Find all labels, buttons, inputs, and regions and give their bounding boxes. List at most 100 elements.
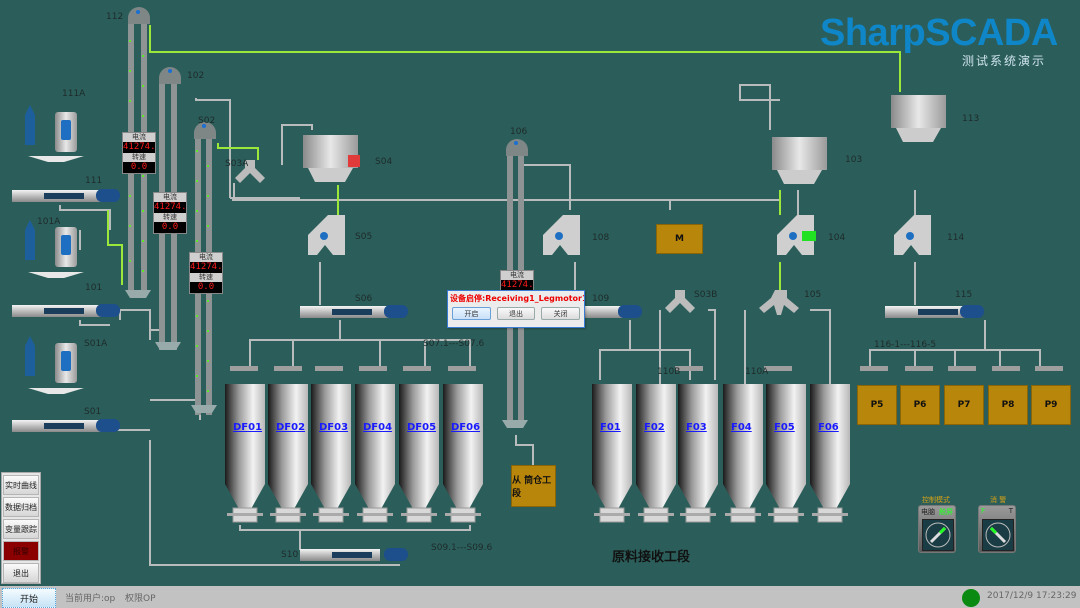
silo-F04[interactable] [723, 384, 763, 523]
label-111: 111 [85, 176, 103, 186]
silo-label-F06[interactable]: F06 [818, 422, 839, 433]
silo-DF01[interactable] [225, 384, 265, 523]
label-S06: S06 [355, 294, 373, 304]
menu-alarm[interactable]: 报警 [3, 541, 39, 561]
start-button[interactable]: 开始 [2, 588, 56, 608]
distributors [235, 160, 799, 315]
alarm-reset-title: 消 警 [990, 496, 1007, 504]
meter-102: 电流 41274. 转速 0.0 [153, 192, 187, 234]
label-S01: S01 [84, 407, 102, 417]
elevator-flow-marks [129, 40, 209, 392]
menu-realtime-trend[interactable]: 实时曲线 [3, 475, 39, 495]
silo-label-DF01[interactable]: DF01 [233, 422, 263, 433]
silo-label-DF06[interactable]: DF06 [451, 422, 481, 433]
silo-F05[interactable] [766, 384, 806, 523]
feeder-101A [25, 220, 84, 278]
device-control-dialog: 设备启停:Receiving1_Legmotor1 开启 退出 关闭 [447, 290, 585, 328]
packer-P9[interactable]: P9 [1031, 385, 1071, 425]
meter-106: 电流 41274. [500, 270, 534, 292]
silo-F03[interactable] [678, 384, 718, 523]
mill-104 [777, 215, 816, 255]
mill-114 [894, 215, 931, 255]
label-S04: S04 [375, 157, 393, 167]
menu-variable-tracking[interactable]: 变量跟踪 [3, 519, 39, 539]
side-menu: 实时曲线 数据归档 变量跟踪 报警 退出 [1, 472, 41, 584]
feeder-111A [25, 105, 84, 162]
silo-F02[interactable] [636, 384, 676, 523]
silo-label-DF04[interactable]: DF04 [363, 422, 393, 433]
motor-M[interactable]: M [656, 224, 703, 254]
active-pipes [107, 25, 901, 295]
silo-DF02[interactable] [268, 384, 308, 523]
packer-P8[interactable]: P8 [988, 385, 1028, 425]
label-S07-group: S07.1---S07.6 [423, 339, 485, 349]
label-111A: 111A [62, 89, 86, 99]
label-108: 108 [592, 233, 610, 243]
conveyors [12, 189, 984, 561]
label-105: 105 [804, 290, 822, 300]
rotary-knob-icon [922, 519, 954, 551]
silo-label-F04[interactable]: F04 [731, 422, 752, 433]
meter-112: 电流 41274. 转速 0.0 [122, 132, 156, 174]
control-mode-switch[interactable]: 电脑触屏 [918, 505, 956, 553]
section-caption: 原料接收工段 [612, 550, 691, 565]
exit-button[interactable]: 退出 [496, 307, 536, 320]
silo-F06[interactable] [810, 384, 850, 523]
current-label: 电流 [199, 253, 213, 261]
current-label: 电流 [132, 133, 146, 141]
label-116-group: 116-1---116-5 [874, 340, 937, 350]
speed-label: 转速 [132, 153, 146, 161]
label-101A: 101A [37, 217, 61, 227]
silo-label-DF03[interactable]: DF03 [319, 422, 349, 433]
status-led-icon [962, 589, 980, 607]
datetime: 2017/12/9 17:23:29 [987, 591, 1077, 601]
transfer-silo-section[interactable]: 从 筒仓工段 [511, 465, 556, 507]
speed-value: 0.0 [190, 282, 222, 293]
packer-P6[interactable]: P6 [900, 385, 940, 425]
feeder-S01A [25, 336, 84, 394]
menu-data-archive[interactable]: 数据归档 [3, 497, 39, 517]
silo-DF03[interactable] [311, 384, 351, 523]
silo-DF06[interactable] [443, 384, 483, 523]
label-109: 109 [592, 294, 610, 304]
silo-label-F02[interactable]: F02 [644, 422, 665, 433]
label-104: 104 [828, 233, 846, 243]
label-S09-group: S09.1---S09.6 [431, 543, 493, 553]
silo-label-DF05[interactable]: DF05 [407, 422, 437, 433]
switch-left-label: F [981, 507, 986, 515]
label-110A: 110A [745, 367, 769, 377]
speed-label: 转速 [199, 273, 213, 281]
label-S01A: S01A [84, 339, 108, 349]
silo-label-F01[interactable]: F01 [600, 422, 621, 433]
packer-P5[interactable]: P5 [857, 385, 897, 425]
silo-label-F03[interactable]: F03 [686, 422, 707, 433]
packer-P7[interactable]: P7 [944, 385, 984, 425]
current-value: 41274. [501, 280, 533, 291]
start-button[interactable]: 开启 [452, 307, 491, 320]
speed-value: 0.0 [154, 222, 186, 233]
silo-F01[interactable] [592, 384, 632, 523]
silos-df [225, 384, 483, 523]
label-106: 106 [510, 127, 528, 137]
mill-108 [543, 215, 580, 255]
sifter-S04 [303, 135, 360, 182]
silos-f [592, 384, 850, 523]
brand-logo: SharpSCADA [820, 12, 1058, 54]
taskbar: 开始 当前用户:op 权限OP 2017/12/9 17:23:29 [0, 586, 1080, 608]
label-S10: S10 [281, 550, 299, 560]
close-button[interactable]: 关闭 [541, 307, 581, 320]
label-S03A: S03A [225, 159, 249, 169]
switch-right-label: 触屏 [939, 508, 953, 516]
label-S03B: S03B [694, 290, 718, 300]
silo-label-F05[interactable]: F05 [774, 422, 795, 433]
silo-DF05[interactable] [399, 384, 439, 523]
current-user: 当前用户:op [65, 594, 116, 604]
switch-left-label: 电脑 [921, 508, 935, 516]
label-114: 114 [947, 233, 965, 243]
silo-DF04[interactable] [355, 384, 395, 523]
speed-value: 0.0 [123, 162, 155, 173]
menu-exit[interactable]: 退出 [3, 563, 39, 583]
silo-label-DF02[interactable]: DF02 [276, 422, 306, 433]
current-label: 电流 [510, 271, 524, 279]
